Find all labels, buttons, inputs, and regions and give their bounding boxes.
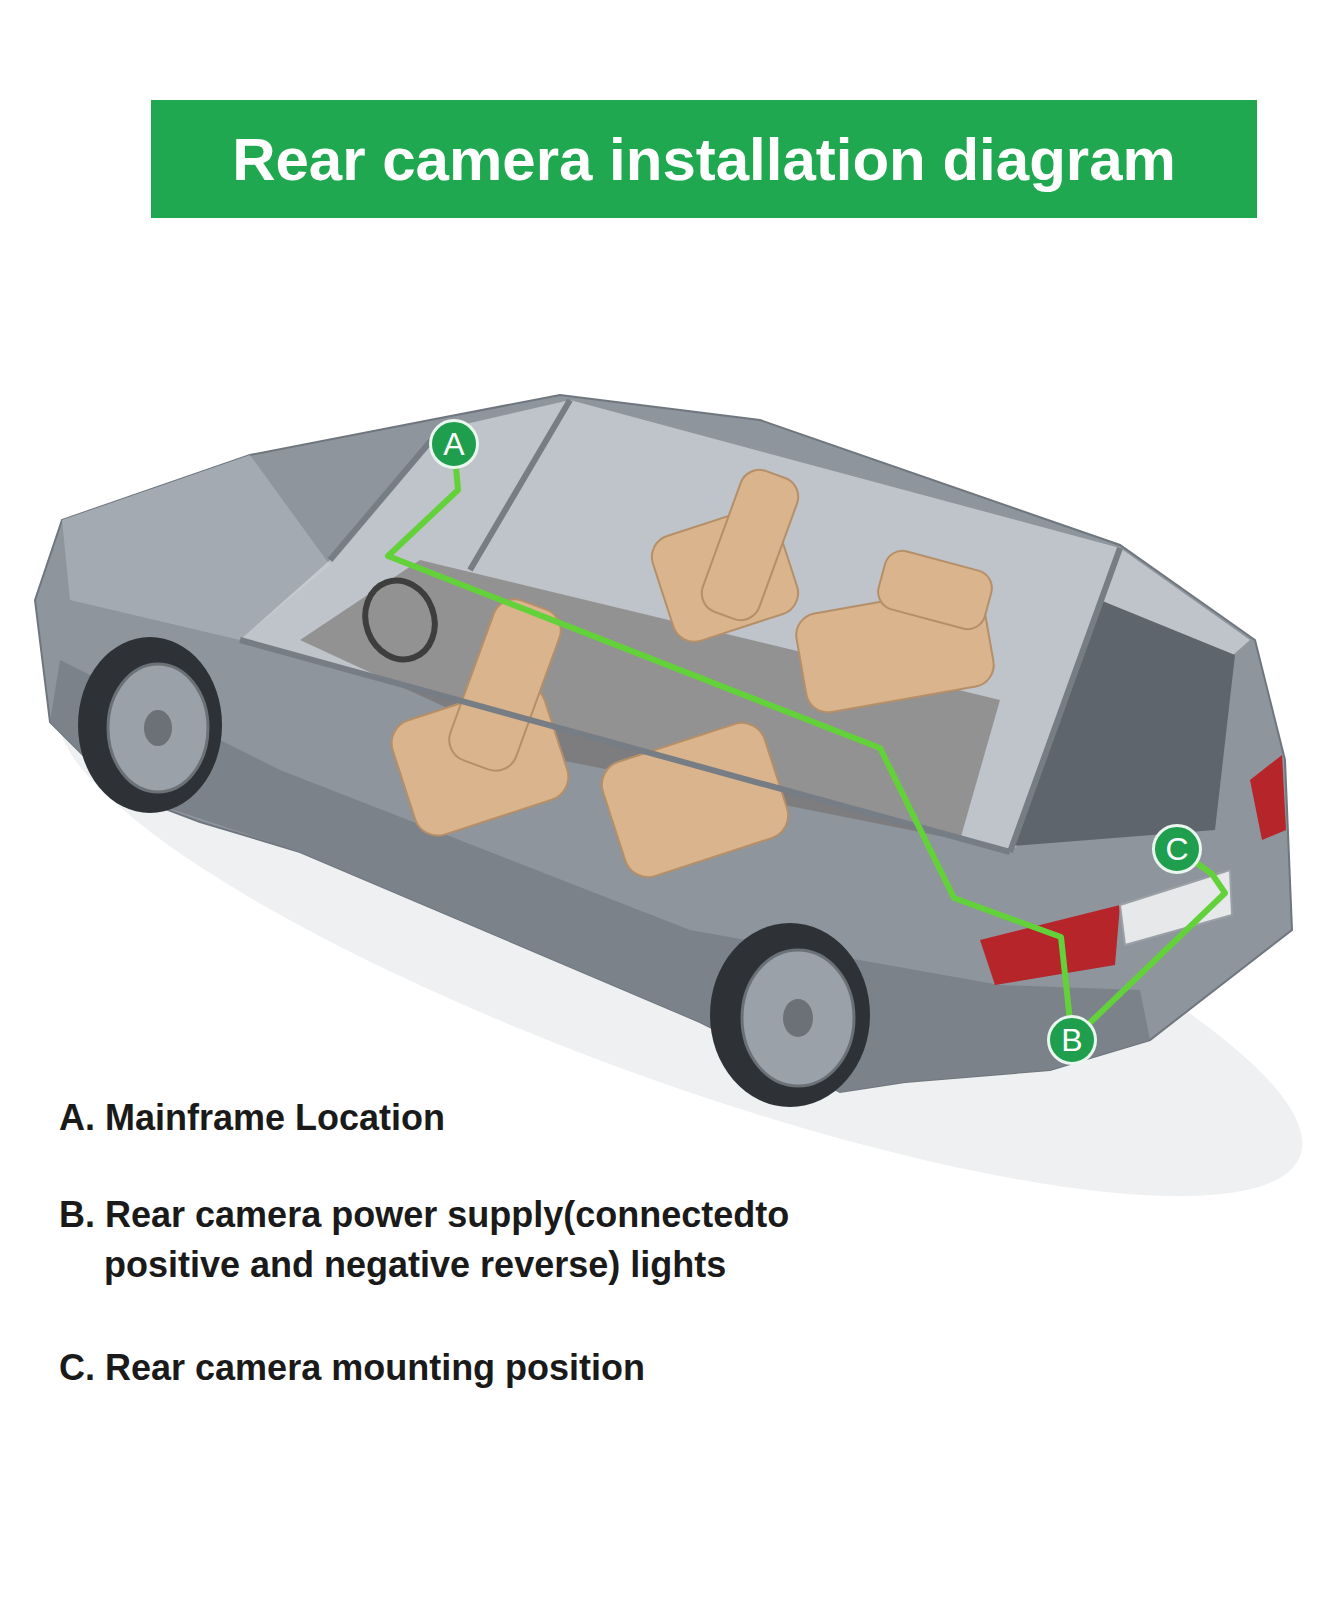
camera-cable: [388, 469, 1069, 1015]
car-body: [35, 395, 1292, 1092]
front-wheel: [78, 637, 222, 813]
callout-circle: C: [1152, 824, 1202, 874]
legend-note: B. Rear camera power supply(connectedto …: [59, 1190, 904, 1290]
callout-letter: A: [443, 428, 464, 460]
callout-circle: A: [429, 419, 479, 469]
steering-wheel: [354, 571, 445, 669]
callout-letter: B: [1061, 1024, 1082, 1056]
legend-note: C. Rear camera mounting position: [59, 1343, 1259, 1393]
rear-window: [1012, 600, 1235, 846]
camera-cable: [1090, 864, 1225, 1023]
title-banner: Rear camera installation diagram: [151, 100, 1257, 218]
title-text: Rear camera installation diagram: [232, 125, 1176, 194]
legend-note: A. Mainframe Location: [59, 1093, 1259, 1143]
tail-light: [1250, 755, 1286, 840]
rear-wheel: [710, 923, 870, 1107]
callout-circle: B: [1047, 1015, 1097, 1065]
callout-letter: C: [1165, 833, 1188, 865]
pillars: [240, 400, 1120, 852]
